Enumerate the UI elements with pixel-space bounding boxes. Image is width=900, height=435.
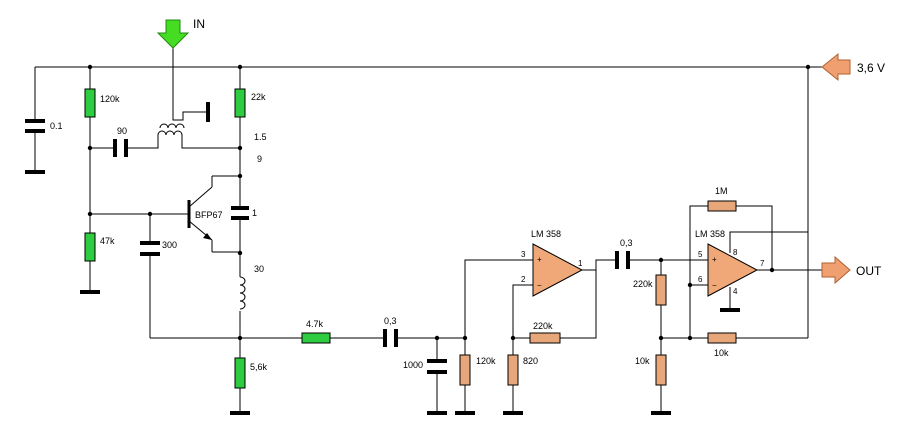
resistor-10k-div: [655, 354, 667, 386]
label-c-1000: 1000: [403, 360, 423, 370]
label-c-0-3-b: 0,3: [620, 238, 633, 248]
label-supply: 3,6 V: [857, 61, 885, 75]
label-r-22k: 22k: [251, 92, 266, 102]
ground-icon: [25, 102, 740, 415]
resistor-10k-fb2: [707, 332, 737, 344]
opamp-1: [532, 243, 584, 297]
capacitor-90: [113, 139, 128, 157]
label-r-10k-div: 10k: [635, 356, 650, 366]
label-r-220k-div: 220k: [633, 279, 653, 289]
resistor-120k-bias: [459, 354, 471, 386]
label-u1-sym-minus: −: [537, 281, 542, 290]
label-u2-pin-out: 7: [760, 259, 765, 268]
label-u2-sym-plus: +: [712, 255, 717, 264]
label-r-220k-fb1: 220k: [533, 321, 553, 331]
resistor-120k-top: [84, 88, 96, 118]
label-u2-pin-gnd: 4: [733, 287, 738, 296]
resistor-5-6k: [234, 357, 246, 389]
label-r-4-7k: 4.7k: [306, 319, 324, 329]
resistor-820: [507, 354, 519, 386]
label-r-5-6k: 5,6k: [250, 362, 268, 372]
resistor-1m: [707, 200, 737, 212]
capacitor-1: [231, 206, 249, 220]
label-u1-name: LM 358: [531, 229, 561, 239]
label-c-90: 90: [117, 126, 127, 136]
supply-arrow-icon: [821, 52, 851, 82]
output-arrow-icon: [821, 255, 851, 285]
label-r-47k: 47k: [100, 236, 115, 246]
resistor-4-7k: [301, 332, 331, 344]
label-out: OUT: [856, 264, 882, 278]
label-c-300: 300: [162, 240, 177, 250]
label-r-820: 820: [523, 356, 538, 366]
label-u2-pin-minus: 6: [698, 275, 703, 284]
label-c-0-3-a: 0,3: [384, 316, 397, 326]
input-arrow-icon: [156, 19, 190, 49]
label-u1-pin-minus: 2: [521, 275, 526, 284]
label-turns-1-5: 1.5: [254, 132, 267, 142]
label-u2-sym-minus: −: [712, 281, 717, 290]
label-in: IN: [193, 17, 205, 31]
capacitor-300: [140, 241, 160, 256]
label-r-10k-fb2: 10k: [714, 348, 729, 358]
resistor-47k: [84, 232, 96, 262]
npn-transistor-icon: [187, 176, 213, 252]
capacitor-0-3-b: [615, 251, 630, 269]
label-r-1m: 1M: [715, 186, 728, 196]
label-c-1: 1: [252, 208, 257, 218]
junctions: [87, 64, 811, 341]
capacitor-1000: [427, 359, 447, 374]
label-u2-pin-plus: 5: [698, 250, 703, 259]
label-turns-9: 9: [257, 154, 262, 164]
opamp-2: [707, 243, 759, 297]
label-u1-pin-plus: 3: [521, 250, 526, 259]
label-u2-name: LM 358: [695, 229, 725, 239]
label-u1-pin-out: 1: [578, 259, 583, 268]
label-u2-pin-vcc: 8: [733, 248, 738, 257]
label-c-0-1: 0.1: [50, 121, 63, 131]
inductor-icon: [157, 123, 246, 310]
resistor-22k: [234, 88, 246, 118]
label-turns-30: 30: [254, 264, 264, 274]
capacitor-0-1: [25, 119, 45, 133]
label-u1-sym-plus: +: [537, 255, 542, 264]
resistor-220k-div: [655, 274, 667, 306]
label-r-120k-top: 120k: [100, 94, 120, 104]
capacitor-0-3-a: [383, 329, 398, 347]
wires: [34, 40, 830, 413]
resistor-220k-fb1: [529, 332, 561, 344]
label-r-120k-bias: 120k: [476, 356, 496, 366]
label-transistor: BFP67: [195, 210, 223, 220]
